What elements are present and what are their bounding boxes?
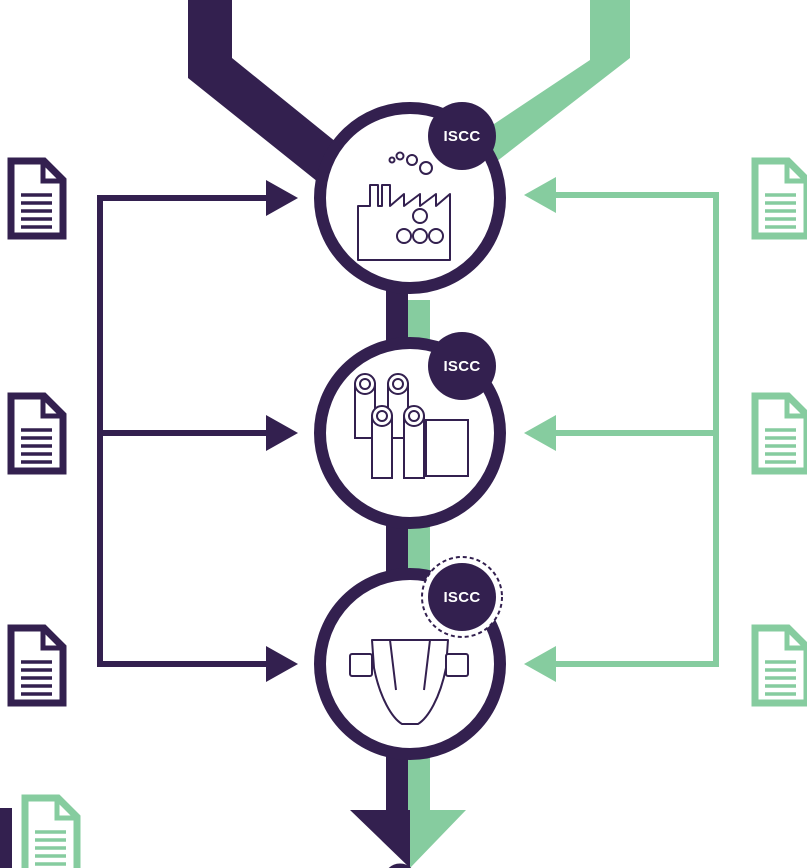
stage-node-rolls: ISCC [314,332,506,529]
output-arrow-primary [350,810,410,868]
document-icon [11,396,63,471]
certification-badge: ISCC [428,332,496,400]
right-arrowhead-1 [524,177,556,213]
diaper-icon [349,639,469,725]
output-node-partial [388,863,412,868]
document-icon [755,161,807,236]
document-icon [11,161,63,236]
document-icon [11,628,63,703]
document-icon [755,396,807,471]
right-arrowhead-2 [524,415,556,451]
certification-badge: ISCC [428,102,496,170]
certification-badge: ISCC [421,556,503,638]
left-connectors [97,195,270,667]
document-icon [755,628,807,703]
stage-node-diaper: ISCC [314,556,506,760]
left-arrowheads [266,180,298,682]
output-arrow-secondary [410,810,466,868]
left-arrowhead-2 [266,415,298,451]
document-icon [25,798,77,868]
badge-label: ISCC [443,358,480,375]
factory-icon [357,151,451,261]
right-arrowheads [524,177,556,682]
right-arrowhead-3 [524,646,556,682]
left-arrowhead-1 [266,180,298,216]
stage-node-factory: ISCC [314,102,506,294]
badge-label: ISCC [443,589,480,606]
badge-label: ISCC [443,128,480,145]
left-arrowhead-3 [266,646,298,682]
document-icon-partial [0,808,12,868]
right-connectors [552,192,719,667]
rolls-icon [354,373,469,479]
